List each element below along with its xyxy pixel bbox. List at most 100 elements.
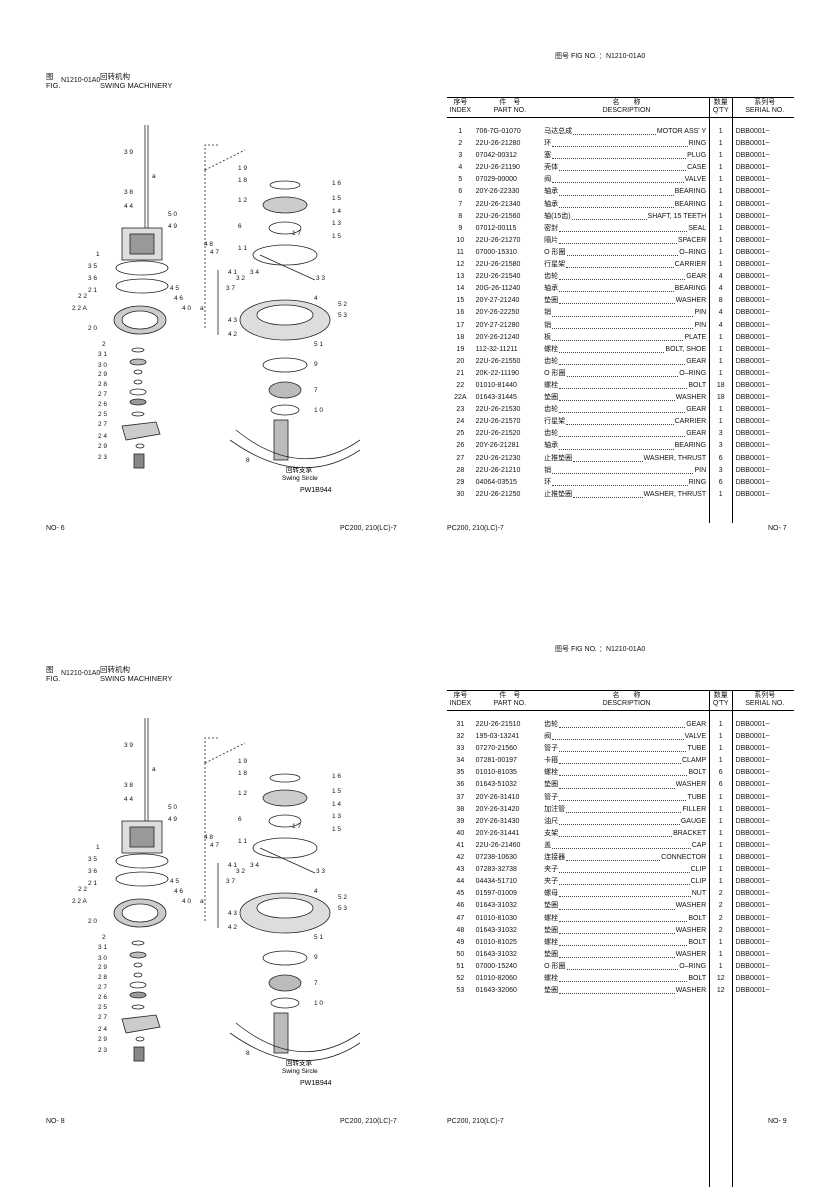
leader-dots — [559, 925, 675, 934]
index-cell: 33 — [456, 745, 465, 753]
fig-code: N1210-01A0 — [61, 77, 101, 84]
part-number-cell: 20Y-26-21240 — [475, 333, 520, 341]
fig-label-zh: 图 — [46, 665, 54, 674]
description-en: CASE — [687, 164, 707, 172]
index-cell: 5 — [458, 176, 463, 184]
description-en: CLIP — [690, 866, 707, 874]
callout-11: 1 1 — [238, 838, 247, 845]
part-number-cell: 01643-51032 — [475, 781, 517, 789]
header-desc-en: DESCRIPTION — [602, 700, 651, 707]
serial-cell: DBB0001~ — [731, 174, 794, 187]
quantity-cell: 18 — [708, 392, 733, 405]
callout-10: 1 0 — [314, 407, 323, 414]
leader-dots — [566, 247, 679, 257]
index-cell: 15 — [456, 297, 465, 305]
quantity-cell: 1 — [708, 839, 733, 853]
spread-bottom: 图 FIG. N1210-01A0 回转机构 SWING MACHINERY — [0, 593, 840, 1187]
serial-cell: DBB0001~ — [731, 791, 794, 804]
description-zh: 轴承 — [544, 188, 559, 196]
callout-48: 4 8 — [204, 241, 213, 248]
model-left: PC200, 210(LC)-7 — [340, 525, 397, 532]
callout-43: 4 3 — [228, 317, 237, 324]
description-zh: 支架 — [544, 829, 559, 837]
quantity-cell: 1 — [708, 126, 733, 139]
description-en: SPACER — [677, 236, 707, 244]
index-cell: 50 — [456, 950, 465, 958]
quantity-cell: 1 — [708, 246, 733, 260]
callout-14: 1 4 — [332, 208, 341, 215]
callout-45: 4 5 — [170, 285, 179, 292]
description-en: CLAMP — [682, 757, 707, 765]
description-zh: 马达总成 — [544, 128, 573, 135]
callout-8: 8 — [246, 457, 250, 464]
fig-number: 图号 FIG NO. ：N1210-01A0 — [555, 53, 646, 60]
index-cell: 52 — [456, 974, 465, 982]
callout-28: 2 8 — [98, 974, 107, 981]
callout-30: 3 0 — [98, 955, 107, 962]
title-zh: 回转机构 — [100, 72, 130, 81]
leader-dots — [559, 743, 687, 753]
description-zh: 螺栓 — [544, 914, 559, 922]
part-number-cell: 195-03-13241 — [475, 733, 520, 741]
description-en: BOLT — [688, 914, 707, 922]
quantity-cell: 8 — [708, 295, 733, 308]
description-zh: 销 — [544, 466, 552, 474]
callout-14: 1 4 — [332, 801, 341, 808]
callout-42: 4 2 — [228, 924, 237, 931]
description-en: CAP — [691, 841, 707, 849]
part-number-cell: 22U-26-21250 — [475, 490, 521, 498]
index-cell: 20 — [456, 357, 465, 365]
callout-48: 4 8 — [204, 834, 213, 841]
description-en: WASHER — [675, 902, 707, 910]
index-cell: 38 — [456, 805, 465, 813]
part-number-cell: 04434-51710 — [475, 878, 517, 886]
index-cell: 40 — [456, 829, 465, 837]
leader-dots — [566, 259, 674, 269]
leader-dots — [552, 840, 691, 850]
swing-circle-zh: 回转支承 — [286, 465, 313, 474]
quantity-cell: 1 — [708, 343, 733, 356]
part-number-cell: 22U-26-21230 — [475, 454, 521, 462]
description-en: PIN — [694, 466, 707, 474]
description-zh: 阀 — [544, 176, 552, 184]
quantity-cell: 1 — [708, 936, 733, 949]
index-cell: 30 — [456, 490, 465, 498]
callout-50: 5 0 — [168, 804, 177, 811]
serial-cell: DBB0001~ — [731, 985, 794, 998]
callout-23: 2 3 — [98, 454, 107, 461]
leader-dots — [559, 344, 665, 353]
index-cell: 6 — [458, 188, 463, 196]
leader-dots — [559, 937, 688, 946]
callout-26: 2 6 — [98, 401, 107, 408]
index-cell: 49 — [456, 938, 465, 946]
serial-cell: DBB0001~ — [731, 379, 794, 393]
index-cell: 31 — [456, 721, 465, 728]
callout-46: 4 6 — [174, 295, 183, 302]
quantity-cell: 1 — [708, 803, 733, 816]
callout-25: 2 5 — [98, 1004, 107, 1011]
description-en: BEARING — [674, 200, 707, 208]
part-number-cell: 20Y-26-22330 — [475, 188, 520, 196]
callout-6: 6 — [238, 223, 242, 230]
leader-dots — [559, 973, 688, 983]
exploded-diagram: 3 9 3 8 4 4 5 0 4 9 1 3 5 3 6 2 1 2 2 2 … — [72, 718, 360, 1087]
callout-12: 1 2 — [238, 197, 247, 204]
serial-cell: DBB0001~ — [731, 719, 794, 732]
